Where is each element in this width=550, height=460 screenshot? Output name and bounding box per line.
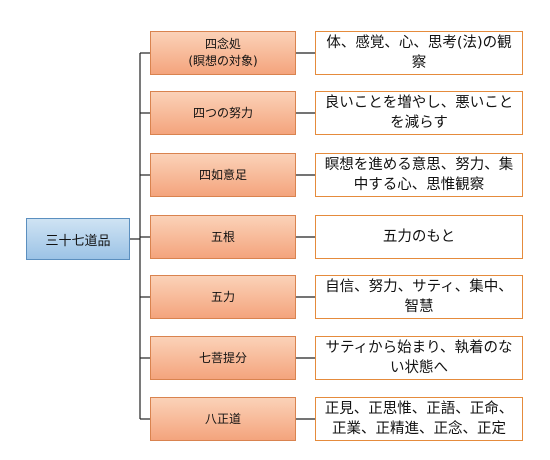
category-sublabel: (瞑想の対象) (188, 54, 258, 68)
category-node-0: 四念処 (瞑想の対象) (150, 31, 296, 75)
category-label: 四つの努力 (192, 105, 253, 120)
category-label: 八正道 (204, 411, 241, 426)
description-node-5: サティから始まり、執着のない状態へ (315, 336, 523, 380)
description-node-1: 良いことを増やし、悪いことを減らす (315, 91, 523, 135)
category-label: 四如意足 (198, 167, 247, 182)
description-text: 五力のもと (382, 229, 456, 245)
root-node: 三十七道品 (26, 218, 130, 260)
category-label: 五力 (210, 289, 235, 304)
category-node-1: 四つの努力 (150, 91, 296, 135)
description-node-2: 瞑想を進める意思、努力、集中する心、思惟観察 (315, 153, 523, 197)
description-node-0: 体、感覚、心、思考(法)の観察 (315, 31, 523, 75)
category-node-3: 五根 (150, 215, 296, 259)
description-text: サティから始まり、執着のない状態へ (325, 340, 513, 376)
category-node-5: 七菩提分 (150, 336, 296, 380)
category-node-6: 八正道 (150, 397, 296, 441)
category-node-2: 四如意足 (150, 153, 296, 197)
description-text: 良いことを増やし、悪いことを減らす (324, 95, 514, 131)
category-node-4: 五力 (150, 275, 296, 319)
root-label: 三十七道品 (45, 233, 111, 249)
description-text: 瞑想を進める意思、努力、集中する心、思惟観察 (324, 157, 514, 193)
description-node-3: 五力のもと (315, 215, 523, 259)
description-node-4: 自信、努力、サティ、集中、智慧 (315, 275, 523, 319)
description-text: 正見、正思惟、正語、正命、正業、正精進、正念、正定 (324, 401, 514, 437)
category-label: 四念処 (204, 37, 241, 51)
category-label: 五根 (210, 229, 235, 244)
category-label: 七菩提分 (198, 350, 247, 365)
description-text: 体、感覚、心、思考(法)の観察 (326, 35, 512, 71)
description-text: 自信、努力、サティ、集中、智慧 (325, 279, 513, 315)
description-node-6: 正見、正思惟、正語、正命、正業、正精進、正念、正定 (315, 397, 523, 441)
